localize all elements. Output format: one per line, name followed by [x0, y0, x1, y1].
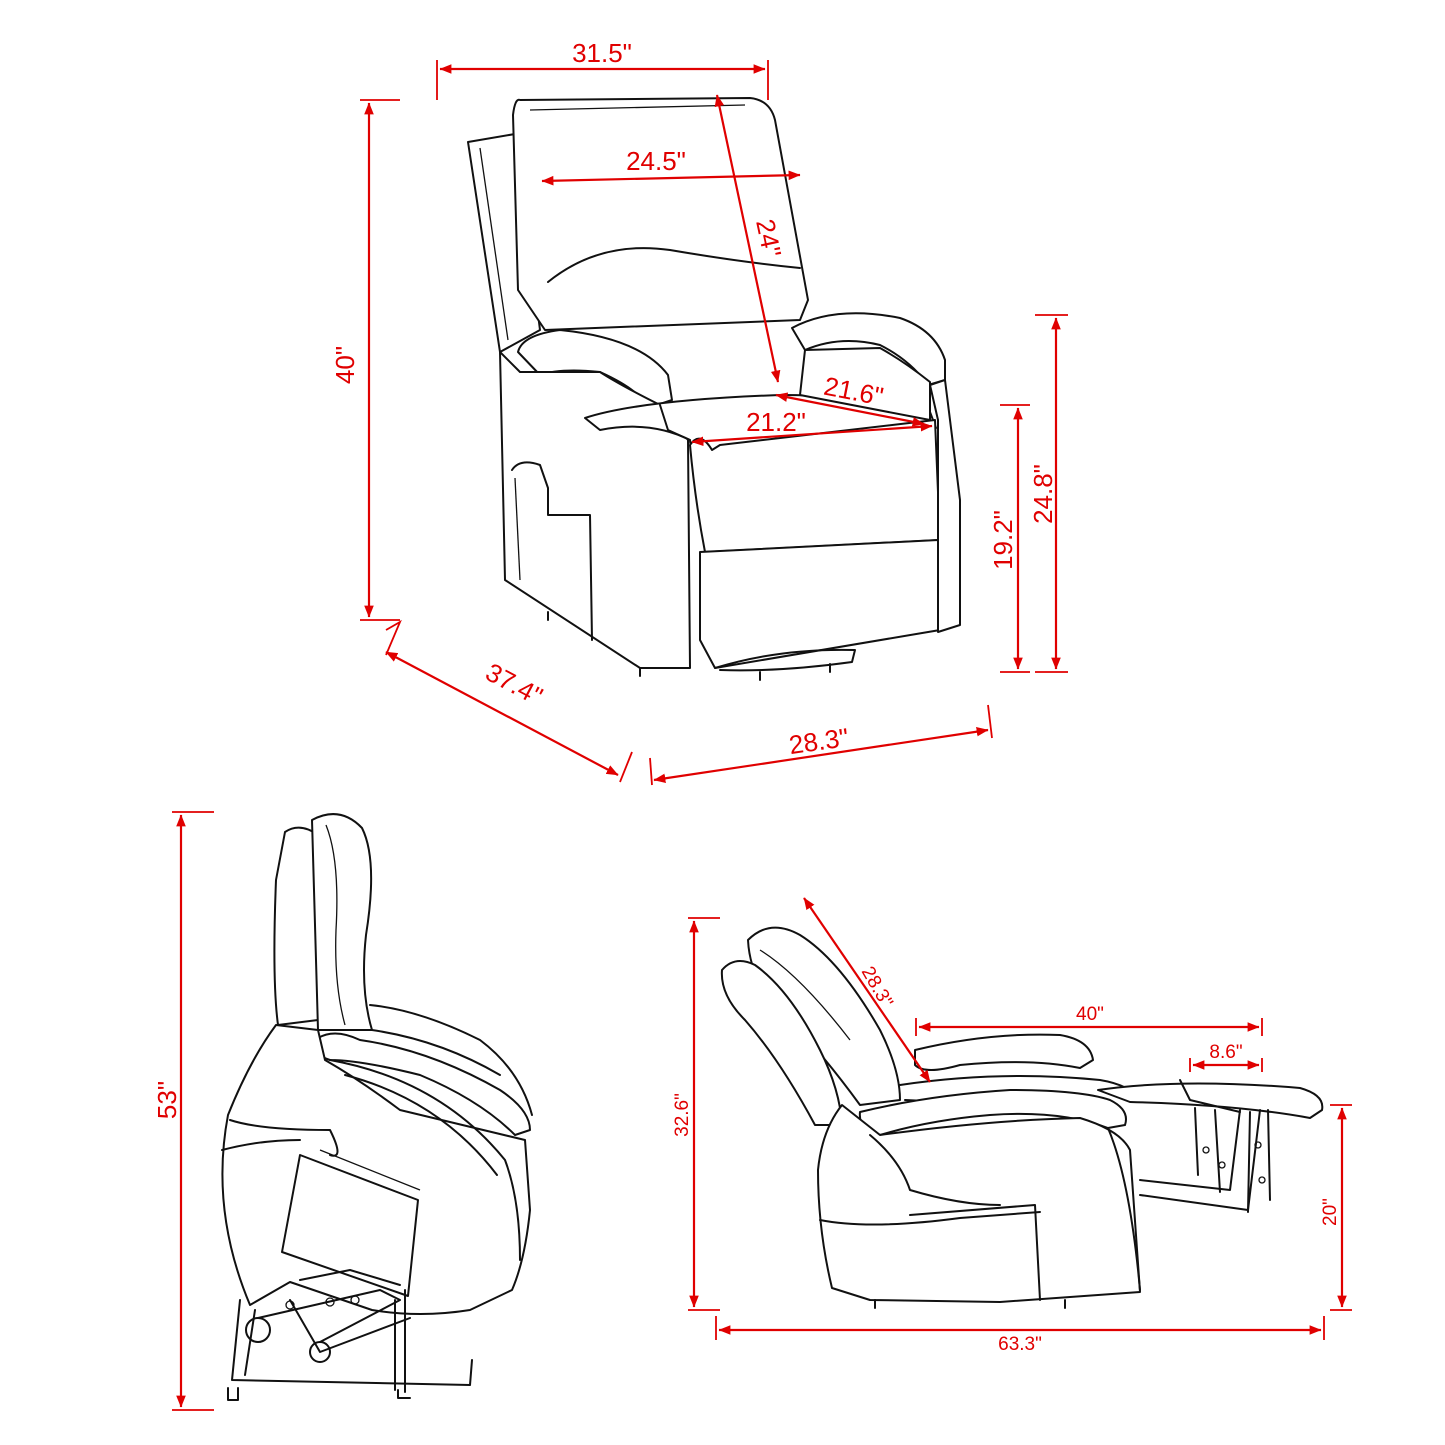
back-length-line	[803, 897, 931, 1083]
backrest-height-line	[714, 94, 781, 383]
reclined-height-label: 32.6"	[672, 1093, 693, 1137]
seat-depth-line	[775, 392, 925, 427]
base-width-label: 28.3"	[787, 722, 850, 760]
overall-height-label: 40"	[330, 346, 360, 384]
footrest-height-label: 20"	[1320, 1198, 1341, 1226]
front-view-chair	[467, 97, 961, 681]
overall-width-label: 31.5"	[572, 38, 632, 68]
lifted-height-label: 53"	[152, 1081, 182, 1119]
depth-line	[385, 651, 619, 776]
footrest-span-label: 40"	[1076, 1004, 1104, 1025]
lift-view-chair	[221, 813, 533, 1401]
depth-label: 37.4"	[481, 657, 548, 712]
seat-width-line	[691, 421, 933, 447]
seat-width-label: 21.2"	[746, 407, 806, 437]
reclined-length-label: 63.3"	[998, 1334, 1042, 1355]
footrest-depth-label: 8.6"	[1209, 1042, 1242, 1063]
lift-view-dimensions: 53"	[152, 811, 214, 1411]
base-width-line	[653, 726, 989, 784]
seat-height-label: 19.2"	[988, 510, 1018, 570]
backrest-width-label: 24.5"	[626, 146, 686, 176]
arm-height-label: 24.8"	[1028, 464, 1058, 524]
recline-view-chair	[720, 926, 1324, 1309]
